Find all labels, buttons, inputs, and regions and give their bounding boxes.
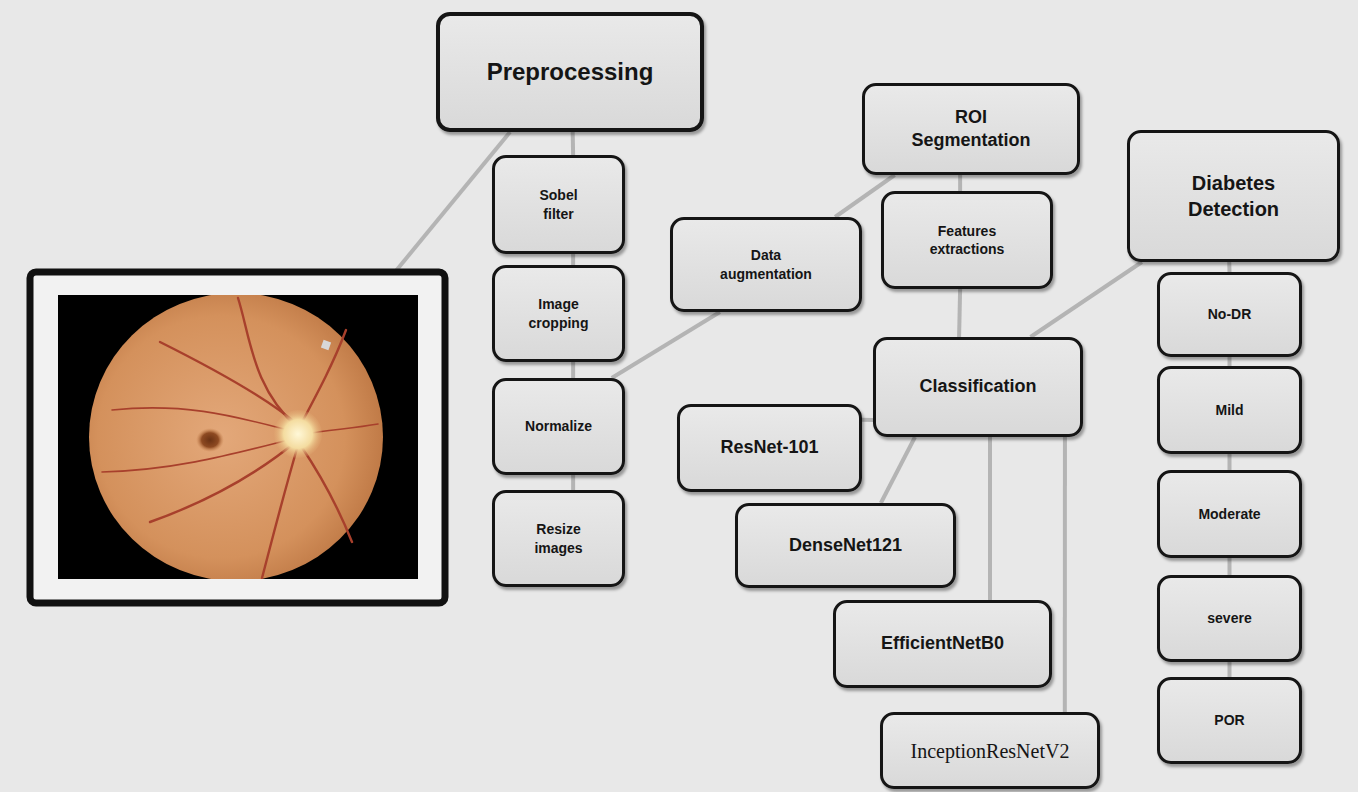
process-box: Sobel filter bbox=[492, 155, 625, 254]
box-label: ResNet-101 bbox=[720, 436, 818, 459]
vessel bbox=[160, 342, 298, 425]
box-label: InceptionResNetV2 bbox=[911, 738, 1070, 764]
connector-line bbox=[958, 175, 962, 191]
connector-line bbox=[988, 437, 992, 600]
connector-line bbox=[959, 289, 960, 337]
box-label: Preprocessing bbox=[487, 56, 654, 87]
vessel bbox=[238, 298, 298, 428]
box-label: Mild bbox=[1216, 401, 1244, 419]
connector-line bbox=[571, 362, 575, 378]
connector-line bbox=[1227, 262, 1231, 272]
process-box: Resize images bbox=[492, 490, 625, 587]
connector-line bbox=[571, 475, 575, 490]
process-box: EfficientNetB0 bbox=[833, 600, 1052, 688]
box-label: Normalize bbox=[525, 417, 592, 435]
box-label: Data augmentation bbox=[711, 246, 821, 282]
notch-mark bbox=[321, 340, 331, 350]
connector-line bbox=[1063, 437, 1067, 712]
process-box: Preprocessing bbox=[436, 12, 704, 132]
connector-line bbox=[1228, 662, 1232, 677]
process-box: No-DR bbox=[1157, 272, 1302, 357]
connector-line bbox=[862, 418, 873, 422]
connector-line bbox=[571, 132, 575, 155]
vessels bbox=[102, 298, 378, 578]
process-box: severe bbox=[1157, 575, 1302, 662]
vessel bbox=[301, 446, 352, 542]
process-box: Moderate bbox=[1157, 470, 1302, 558]
process-box: POR bbox=[1157, 677, 1302, 764]
fovea bbox=[196, 428, 224, 452]
process-box: ROI Segmentation bbox=[862, 83, 1080, 175]
box-label: Resize images bbox=[524, 520, 594, 556]
box-label: severe bbox=[1207, 609, 1251, 627]
optic-disc bbox=[274, 410, 322, 458]
box-label: EfficientNetB0 bbox=[881, 632, 1004, 655]
process-box: Data augmentation bbox=[670, 217, 862, 312]
box-label: No-DR bbox=[1208, 305, 1252, 323]
box-label: Moderate bbox=[1198, 505, 1260, 523]
image-frame bbox=[30, 272, 445, 603]
box-label: Sobel filter bbox=[524, 186, 594, 222]
connector-line bbox=[612, 312, 720, 378]
connector-line bbox=[571, 254, 575, 265]
box-label: POR bbox=[1214, 711, 1244, 729]
fundus-image bbox=[89, 295, 383, 579]
vessel bbox=[301, 330, 346, 424]
process-box: Classification bbox=[873, 337, 1083, 437]
vessel bbox=[262, 445, 298, 578]
connector-line bbox=[1228, 558, 1232, 575]
process-box: Mild bbox=[1157, 366, 1302, 454]
process-box: Image cropping bbox=[492, 265, 625, 362]
process-box: InceptionResNetV2 bbox=[880, 712, 1100, 789]
connector-line bbox=[881, 437, 915, 503]
box-label: Features extractions bbox=[912, 222, 1022, 258]
process-box: ResNet-101 bbox=[677, 404, 862, 492]
process-box: Features extractions bbox=[881, 191, 1053, 289]
box-label: ROI Segmentation bbox=[906, 106, 1036, 153]
vessel bbox=[150, 440, 298, 522]
box-label: DenseNet121 bbox=[789, 534, 902, 557]
retina bbox=[89, 295, 383, 579]
connector-line bbox=[1228, 454, 1232, 470]
process-box: Diabetes Detection bbox=[1127, 130, 1340, 262]
process-box: Normalize bbox=[492, 378, 625, 475]
box-label: Image cropping bbox=[519, 295, 599, 331]
vessel bbox=[102, 438, 296, 472]
box-label: Classification bbox=[919, 375, 1036, 398]
box-label: Diabetes Detection bbox=[1164, 170, 1304, 222]
connector-line bbox=[1228, 357, 1232, 366]
process-box: DenseNet121 bbox=[735, 503, 956, 588]
vessel bbox=[112, 408, 296, 432]
